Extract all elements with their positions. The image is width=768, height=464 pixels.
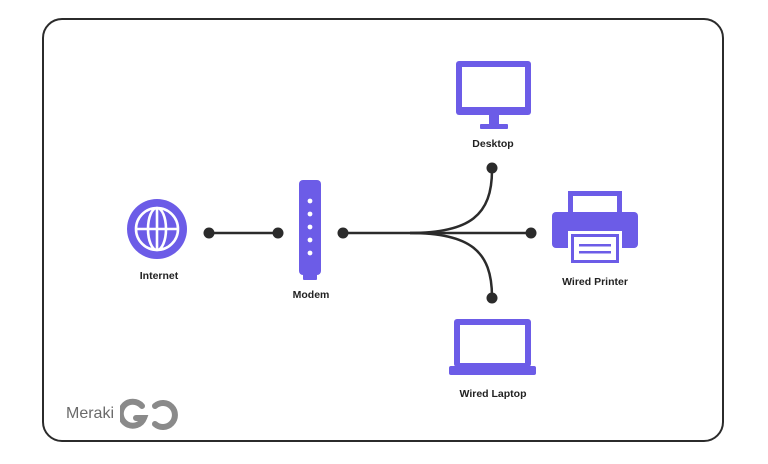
meraki-go-logo bbox=[120, 398, 178, 430]
printer-icon bbox=[552, 191, 638, 265]
desktop-label: Desktop bbox=[472, 138, 514, 150]
brand-text: Meraki bbox=[66, 405, 115, 422]
connector-hub-laptop bbox=[409, 231, 494, 298]
connector-hub-desktop bbox=[409, 169, 494, 235]
connectors bbox=[209, 169, 531, 298]
modem-icon bbox=[299, 180, 321, 280]
endpoint-modem-right bbox=[337, 227, 349, 239]
endpoint-desktop bbox=[486, 162, 498, 174]
endpoint-laptop bbox=[486, 292, 498, 304]
desktop-monitor-icon bbox=[456, 61, 531, 129]
internet-label: Internet bbox=[139, 270, 179, 282]
endpoint-internet bbox=[203, 227, 215, 239]
brand-logo: Meraki bbox=[66, 397, 178, 431]
laptop-icon bbox=[449, 319, 536, 375]
printer-label: Wired Printer bbox=[562, 276, 628, 288]
connector-endpoints bbox=[203, 162, 537, 304]
endpoint-modem-left bbox=[272, 227, 284, 239]
endpoint-printer bbox=[525, 227, 537, 239]
laptop-label: Wired Laptop bbox=[459, 388, 527, 400]
modem-label: Modem bbox=[292, 289, 330, 301]
globe-icon bbox=[127, 199, 187, 259]
